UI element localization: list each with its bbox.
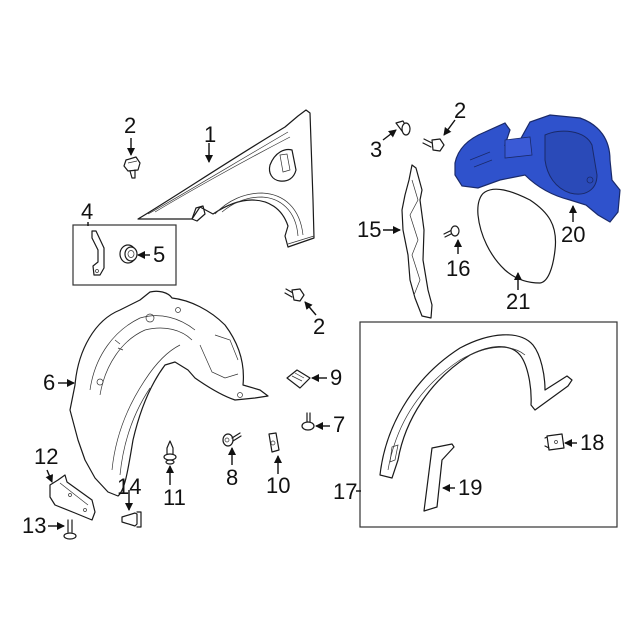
bolt-icon[interactable] <box>422 138 445 152</box>
callout-2a[interactable]: 2 <box>124 113 137 138</box>
wheel-molding-part[interactable] <box>379 334 573 479</box>
bracket-part[interactable] <box>91 230 105 276</box>
callout-10[interactable]: 10 <box>266 473 291 498</box>
bracket-kit-box <box>72 224 177 286</box>
callout-6[interactable]: 6 <box>43 370 56 395</box>
callout-18[interactable]: 18 <box>580 430 605 455</box>
screw-icon[interactable] <box>301 412 315 431</box>
splash-shield-part[interactable] <box>49 474 96 521</box>
callout-15[interactable]: 15 <box>357 217 382 242</box>
callout-7[interactable]: 7 <box>333 412 346 437</box>
bushing-part[interactable] <box>119 244 138 264</box>
screw-icon[interactable] <box>63 519 77 540</box>
retainer-clip-icon[interactable] <box>286 369 311 389</box>
callout-13[interactable]: 13 <box>22 513 47 538</box>
push-pin-icon[interactable] <box>163 440 177 465</box>
callout-14[interactable]: 14 <box>117 474 142 499</box>
callout-5[interactable]: 5 <box>153 242 166 267</box>
fender-liner-part[interactable] <box>69 290 269 497</box>
u-nut-icon[interactable] <box>268 432 280 453</box>
callout-8[interactable]: 8 <box>226 465 239 490</box>
callout-17[interactable]: 17 <box>333 479 358 504</box>
callout-2b[interactable]: 2 <box>454 98 467 123</box>
push-rivet-icon[interactable] <box>121 511 142 528</box>
callout-16[interactable]: 16 <box>446 256 471 281</box>
support-bracket-part[interactable] <box>401 164 433 319</box>
molding-kit-box <box>359 321 618 528</box>
fender-part[interactable] <box>137 109 315 248</box>
grommet-icon[interactable] <box>395 120 411 136</box>
callout-1[interactable]: 1 <box>204 122 217 147</box>
bolt-icon[interactable] <box>123 156 141 179</box>
callout-20[interactable]: 20 <box>561 222 586 247</box>
callout-9[interactable]: 9 <box>330 365 343 390</box>
callout-19[interactable]: 19 <box>458 475 483 500</box>
screw-icon[interactable] <box>443 225 460 238</box>
callout-21[interactable]: 21 <box>506 289 531 314</box>
callout-3[interactable]: 3 <box>370 137 383 162</box>
molding-clip-icon[interactable] <box>544 433 565 451</box>
callout-2c[interactable]: 2 <box>313 314 326 339</box>
fuel-filler-door-part[interactable] <box>477 188 557 284</box>
bolt-icon[interactable] <box>284 288 305 302</box>
fuel-filler-housing-part[interactable] <box>454 114 621 223</box>
molding-extension-part[interactable] <box>423 443 455 512</box>
callout-12[interactable]: 12 <box>34 444 59 469</box>
bolt-icon[interactable] <box>222 432 242 447</box>
callout-11[interactable]: 11 <box>163 485 186 510</box>
callout-4[interactable]: 4 <box>81 199 94 224</box>
